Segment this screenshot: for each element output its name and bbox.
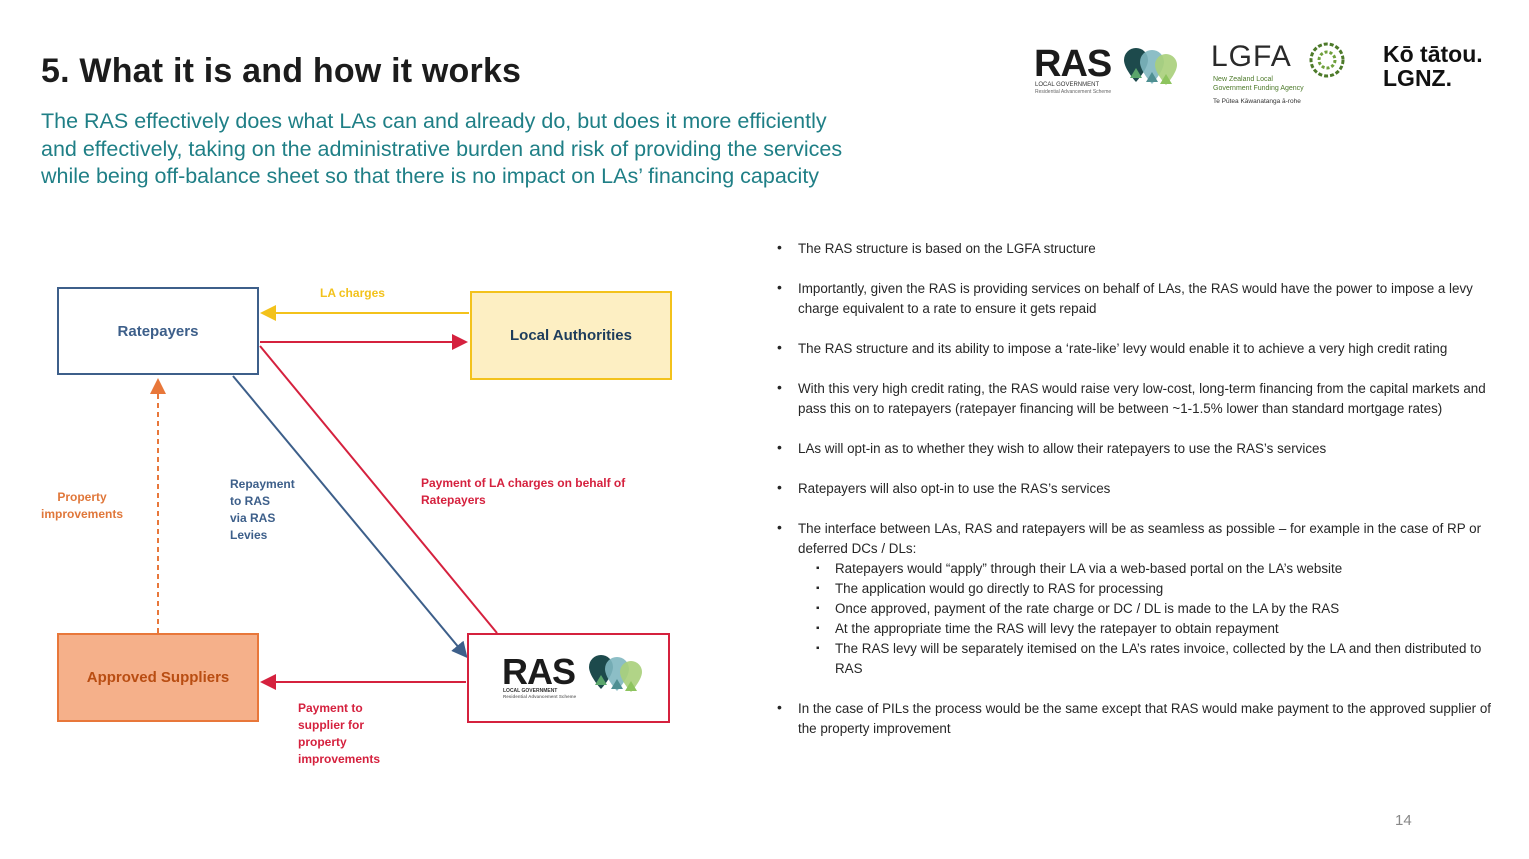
node-ras: RAS LOCAL GOVERNMENT Residential Advance…: [467, 633, 670, 723]
label-line: via RAS: [230, 511, 276, 525]
bullet-item: The RAS structure and its ability to imp…: [777, 337, 1497, 359]
label-line: Payment of LA charges on behalf of: [421, 476, 626, 490]
ras-logo-word: RAS: [1034, 43, 1112, 85]
label-line: Levies: [230, 528, 268, 542]
ras-pins-icon: [589, 655, 642, 692]
sub-bullet-item: The application would go directly to RAS…: [816, 579, 1497, 599]
label-payment-supplier: Payment to supplier for property improve…: [298, 700, 408, 768]
bullet-item: In the case of PILs the process would be…: [777, 697, 1497, 739]
sub-bullet-item: The RAS levy will be separately itemised…: [816, 639, 1497, 679]
ras-logo: RAS LOCAL GOVERNMENT Residential Advance…: [1034, 44, 1184, 106]
ras-node-word: RAS: [502, 651, 576, 692]
lgfa-logo-line2: Government Funding Agency: [1213, 85, 1304, 92]
fern-icon: [1309, 42, 1345, 78]
bullet-list: The RAS structure is based on the LGFA s…: [777, 237, 1497, 759]
sub-bullet-item: Ratepayers would “apply” through their L…: [816, 559, 1497, 579]
label-line: Repayment: [230, 477, 295, 491]
lgfa-logo: LGFA New Zealand Local Government Fundin…: [1211, 38, 1361, 113]
label-line: improvements: [298, 752, 381, 766]
ras-logo-sub2: Residential Advancement Scheme: [1035, 89, 1112, 95]
subtitle-line: The RAS effectively does what LAs can an…: [41, 109, 827, 133]
label-line: Payment to: [298, 701, 363, 715]
label-line: property: [298, 735, 347, 749]
lgfa-logo-line1: New Zealand Local: [1213, 76, 1273, 83]
label-payment-la-charges: Payment of LA charges on behalf of Ratep…: [421, 475, 661, 509]
bullet-item: Ratepayers will also opt-in to use the R…: [777, 477, 1497, 499]
ras-node-sub2: Residential Advancement Scheme: [503, 694, 577, 699]
label-la-charges: LA charges: [320, 286, 385, 300]
subtitle-line: and effectively, taking on the administr…: [41, 136, 843, 161]
arrow-payment-la-charges: [259, 345, 498, 634]
sub-bullet-item: At the appropriate time the RAS will lev…: [816, 619, 1497, 639]
bullet-item: With this very high credit rating, the R…: [777, 377, 1497, 419]
arrow-repayment: [232, 375, 468, 659]
ras-logo-sub: LOCAL GOVERNMENT: [1035, 82, 1100, 88]
diagram-arrows: [150, 305, 498, 690]
bullet-item: The RAS structure is based on the LGFA s…: [777, 237, 1497, 259]
node-ratepayers: Ratepayers: [57, 287, 259, 375]
lgnz-logo: Kō tātou. LGNZ.: [1383, 42, 1483, 90]
ras-node-sub: LOCAL GOVERNMENT: [503, 688, 558, 694]
lgfa-logo-word: LGFA: [1211, 40, 1292, 73]
label-property-improvements: Property improvements: [40, 490, 124, 521]
ras-pins-icon: [1124, 48, 1177, 85]
bullet-item: The interface between LAs, RAS and ratep…: [777, 517, 1497, 559]
flow-diagram: Ratepayers Local Authorities Approved Su…: [0, 230, 720, 810]
label-line: Ratepayers: [421, 493, 486, 507]
bullet-text: The interface between LAs, RAS and ratep…: [798, 521, 1482, 556]
slide-title: 5. What it is and how it works: [41, 52, 522, 90]
subtitle-line: while being off-balance sheet so that th…: [41, 164, 820, 188]
lgfa-logo-line3: Te Pūtea Kāwanatanga ā-rohe: [1213, 98, 1301, 105]
sub-bullet-list: Ratepayers would “apply” through their L…: [777, 559, 1497, 679]
slide-subtitle: The RAS effectively does what LAs can an…: [41, 108, 941, 191]
lgnz-logo-line2: LGNZ.: [1383, 65, 1452, 91]
node-local-authorities: Local Authorities: [470, 291, 672, 380]
sub-bullet-item: Once approved, payment of the rate charg…: [816, 599, 1497, 619]
page-number: 14: [1395, 812, 1412, 829]
lgnz-logo-line1: Kō tātou.: [1383, 41, 1483, 67]
label-line: supplier for: [298, 718, 365, 732]
bullet-item: Importantly, given the RAS is providing …: [777, 277, 1497, 319]
node-approved-suppliers: Approved Suppliers: [57, 633, 259, 722]
bullet-item: LAs will opt-in as to whether they wish …: [777, 437, 1497, 459]
label-repayment: Repayment to RAS via RAS Levies: [230, 476, 320, 544]
label-line: to RAS: [230, 494, 270, 508]
